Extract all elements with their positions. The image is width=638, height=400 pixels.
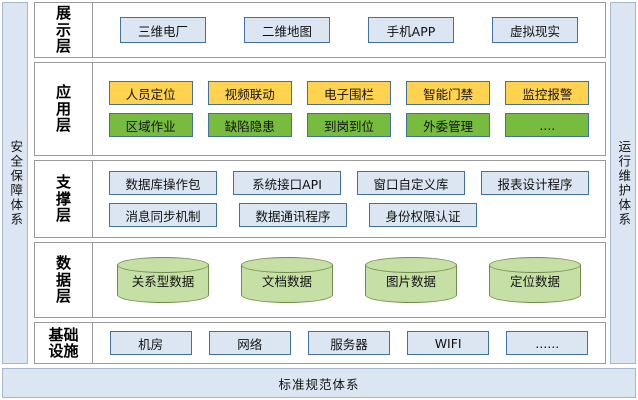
layer-data: 数据层 关系型数据 文档数据 bbox=[34, 242, 606, 318]
layer-application: 应用层 人员定位 视频联动 电子围栏 智能门禁 监控报警 区域作业 缺陷隐患 到… bbox=[34, 62, 606, 156]
layer-presentation-label: 展示层 bbox=[56, 4, 72, 56]
chip-support-report-designer[interactable]: 报表设计程序 bbox=[481, 171, 589, 195]
layer-support-row-1: 数据库操作包 系统接口API 窗口自定义库 报表设计程序 bbox=[101, 171, 597, 195]
chip-presentation-4[interactable]: 虚拟现实 bbox=[492, 17, 578, 43]
chip-application-personnel-positioning[interactable]: 人员定位 bbox=[108, 81, 193, 105]
chip-presentation-1[interactable]: 三维电厂 bbox=[120, 17, 206, 43]
chip-application-defect-hazard[interactable]: 缺陷隐患 bbox=[207, 113, 292, 137]
chip-infrastructure-more[interactable]: ...... bbox=[506, 331, 589, 355]
cylinder-top-ellipse bbox=[365, 257, 457, 273]
cylinder-top-ellipse bbox=[489, 257, 581, 273]
layer-infrastructure-row-1: 机房 网络 服务器 WIFI ...... bbox=[101, 331, 597, 355]
cylinder-top-ellipse bbox=[117, 257, 209, 273]
layer-data-label-cell: 数据层 bbox=[35, 243, 93, 317]
layer-application-body: 人员定位 视频联动 电子围栏 智能门禁 监控报警 区域作业 缺陷隐患 到岗到位 … bbox=[93, 63, 605, 155]
layer-data-label: 数据层 bbox=[56, 254, 72, 306]
layer-application-label-cell: 应用层 bbox=[35, 63, 93, 155]
left-rail-security-assurance: 安全保障体系 bbox=[2, 2, 28, 364]
layer-presentation-label-cell: 展示层 bbox=[35, 3, 93, 57]
chip-support-data-comm[interactable]: 数据通讯程序 bbox=[239, 203, 347, 227]
chip-infrastructure-server[interactable]: 服务器 bbox=[307, 331, 390, 355]
chip-application-video-linkage[interactable]: 视频联动 bbox=[207, 81, 292, 105]
layer-support-body: 数据库操作包 系统接口API 窗口自定义库 报表设计程序 消息同步机制 数据通讯… bbox=[93, 161, 605, 237]
chip-application-area-operation[interactable]: 区域作业 bbox=[108, 113, 193, 137]
chip-support-window-custom-lib[interactable]: 窗口自定义库 bbox=[357, 171, 465, 195]
chip-support-identity-auth[interactable]: 身份权限认证 bbox=[369, 203, 477, 227]
layer-data-body: 关系型数据 文档数据 图片数据 bbox=[93, 243, 605, 317]
cylinder-label-relational-data: 关系型数据 bbox=[131, 273, 195, 289]
layer-application-row-2: 区域作业 缺陷隐患 到岗到位 外委管理 .... bbox=[101, 113, 597, 137]
chip-presentation-3[interactable]: 手机APP bbox=[368, 17, 454, 43]
chip-application-more[interactable]: .... bbox=[505, 113, 590, 137]
layer-presentation: 展示层 三维电厂 二维地图 手机APP 虚拟现实 bbox=[34, 2, 606, 58]
left-rail-label: 安全保障体系 bbox=[8, 139, 24, 227]
layer-data-row-1: 关系型数据 文档数据 图片数据 bbox=[101, 257, 597, 303]
cylinder-document-data[interactable]: 文档数据 bbox=[241, 257, 333, 303]
right-rail-operations-maintenance: 运行维护体系 bbox=[610, 2, 636, 364]
layer-application-label: 应用层 bbox=[56, 83, 72, 135]
chip-infrastructure-server-room[interactable]: 机房 bbox=[109, 331, 192, 355]
chip-application-on-post[interactable]: 到岗到位 bbox=[306, 113, 391, 137]
cylinder-label-document-data: 文档数据 bbox=[261, 273, 312, 289]
layer-infrastructure-label: 基础设施 bbox=[48, 325, 79, 360]
layer-support-row-2: 消息同步机制 数据通讯程序 身份权限认证 bbox=[101, 203, 597, 227]
chip-application-outsourcing-mgmt[interactable]: 外委管理 bbox=[406, 113, 491, 137]
layer-presentation-row-1: 三维电厂 二维地图 手机APP 虚拟现实 bbox=[101, 17, 597, 43]
cylinder-top-ellipse bbox=[241, 257, 333, 273]
bottom-bar-standards: 标准规范体系 bbox=[2, 368, 636, 398]
chip-application-smart-access[interactable]: 智能门禁 bbox=[406, 81, 491, 105]
chip-support-system-api[interactable]: 系统接口API bbox=[233, 171, 341, 195]
chip-application-monitoring-alarm[interactable]: 监控报警 bbox=[505, 81, 590, 105]
layer-infrastructure-label-cell: 基础设施 bbox=[35, 323, 93, 363]
layer-support: 支撑层 数据库操作包 系统接口API 窗口自定义库 报表设计程序 消息同步机制 … bbox=[34, 160, 606, 238]
layer-infrastructure: 基础设施 机房 网络 服务器 WIFI ...... bbox=[34, 322, 606, 364]
layer-infrastructure-body: 机房 网络 服务器 WIFI ...... bbox=[93, 323, 605, 363]
layer-support-label-cell: 支撑层 bbox=[35, 161, 93, 237]
cylinder-relational-data[interactable]: 关系型数据 bbox=[117, 257, 209, 303]
bottom-bar-label: 标准规范体系 bbox=[278, 376, 360, 392]
layer-support-label: 支撑层 bbox=[56, 173, 72, 225]
right-rail-label: 运行维护体系 bbox=[616, 139, 632, 227]
chip-infrastructure-wifi[interactable]: WIFI bbox=[407, 331, 490, 355]
chip-support-db-operation-pack[interactable]: 数据库操作包 bbox=[109, 171, 217, 195]
chip-infrastructure-network[interactable]: 网络 bbox=[208, 331, 291, 355]
layer-application-row-1: 人员定位 视频联动 电子围栏 智能门禁 监控报警 bbox=[101, 81, 597, 105]
cylinder-label-image-data: 图片数据 bbox=[385, 273, 436, 289]
chip-support-message-sync[interactable]: 消息同步机制 bbox=[109, 203, 217, 227]
layer-presentation-body: 三维电厂 二维地图 手机APP 虚拟现实 bbox=[93, 3, 605, 57]
chip-application-electronic-fence[interactable]: 电子围栏 bbox=[306, 81, 391, 105]
chip-presentation-2[interactable]: 二维地图 bbox=[244, 17, 330, 43]
cylinder-positioning-data[interactable]: 定位数据 bbox=[489, 257, 581, 303]
cylinder-image-data[interactable]: 图片数据 bbox=[365, 257, 457, 303]
cylinder-label-positioning-data: 定位数据 bbox=[509, 273, 560, 289]
